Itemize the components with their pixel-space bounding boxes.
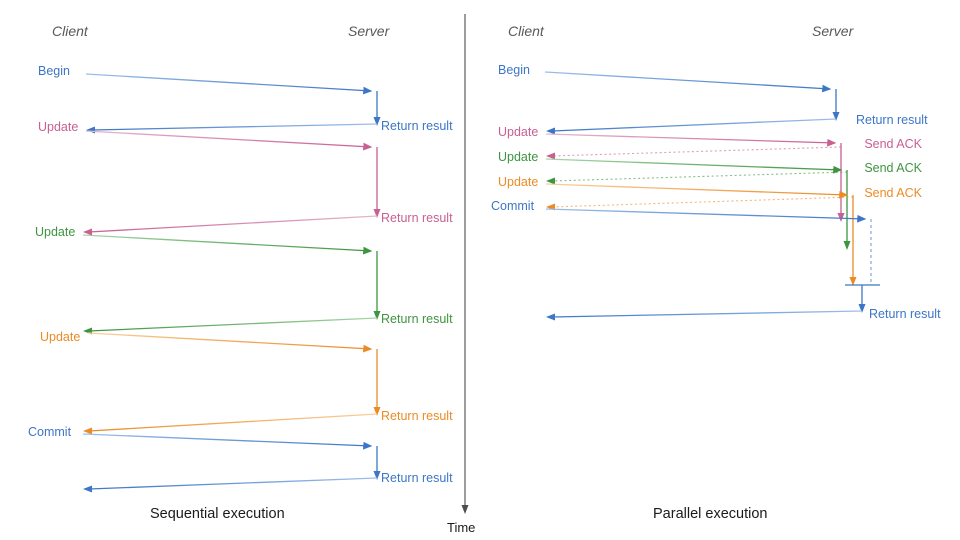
parallel-server-label-return-2: Return result: [869, 307, 941, 321]
panel-parallel-lines: [544, 71, 880, 321]
parallel-client-label-update-3: Update: [498, 175, 539, 189]
sequential-client-label-update-3: Update: [40, 330, 81, 344]
sequential-server-label-return-2: Return result: [381, 211, 453, 225]
parallel-client-header: Client: [508, 23, 544, 39]
time-axis: [461, 14, 469, 514]
parallel-client-label-update-1: Update: [498, 125, 539, 139]
sequential-server-label-return-5: Return result: [381, 471, 453, 485]
time-axis-label: Time: [447, 520, 476, 535]
parallel-server-label-ack-2: Send ACK: [864, 161, 922, 175]
parallel-panel-caption: Parallel execution: [653, 506, 768, 522]
parallel-server-header: Server: [812, 23, 854, 39]
sequential-server-label-return-4: Return result: [381, 409, 453, 423]
parallel-server-label-return-1: Return result: [856, 113, 928, 127]
sequential-client-label-update-1: Update: [38, 120, 79, 134]
sequential-server-label-return-3: Return result: [381, 312, 453, 326]
parallel-server-label-ack-3: Send ACK: [864, 186, 922, 200]
panel-sequential-lines: [82, 73, 381, 493]
parallel-client-label-begin: Begin: [498, 63, 530, 77]
parallel-client-label-update-2: Update: [498, 150, 539, 164]
parallel-server-label-ack-1: Send ACK: [864, 137, 922, 151]
sequential-panel-caption: Sequential execution: [150, 506, 285, 522]
parallel-client-label-commit: Commit: [491, 199, 535, 213]
sequential-server-header: Server: [348, 23, 390, 39]
sequential-client-header: Client: [52, 23, 88, 39]
sequential-client-label-begin: Begin: [38, 64, 70, 78]
sequential-server-label-return-1: Return result: [381, 119, 453, 133]
sequential-client-label-update-2: Update: [35, 225, 76, 239]
sequential-client-label-commit: Commit: [28, 425, 72, 439]
